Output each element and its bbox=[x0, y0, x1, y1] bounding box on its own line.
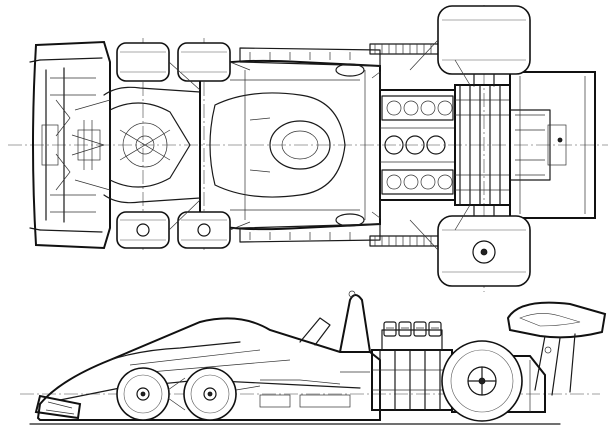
front-wheel-side-1 bbox=[116, 367, 170, 421]
engine-side bbox=[371, 321, 453, 411]
intake-trumpet-4 bbox=[428, 321, 442, 337]
front-wing-side bbox=[34, 394, 82, 420]
front-wheel-upper-1 bbox=[116, 42, 170, 82]
suspension-arms bbox=[168, 39, 471, 251]
rear-wheel-upper bbox=[437, 5, 531, 87]
windscreen bbox=[299, 317, 331, 346]
body-outline bbox=[36, 317, 381, 421]
front-wing bbox=[29, 40, 111, 250]
intake-trumpet-1 bbox=[383, 321, 397, 337]
plan-view bbox=[8, 5, 608, 292]
front-wheel-upper-2 bbox=[177, 42, 231, 82]
fuel-filler bbox=[335, 213, 365, 227]
front-wheel-lower-2 bbox=[177, 211, 231, 249]
front-wheel-lower-1 bbox=[116, 211, 170, 249]
roll-hoop bbox=[339, 294, 371, 353]
rear-wheel-side bbox=[441, 340, 523, 422]
sidepod-lower bbox=[239, 223, 381, 243]
front-wheel-side-2 bbox=[183, 367, 237, 421]
sidepod-upper bbox=[239, 47, 381, 67]
intake-trumpet-3 bbox=[413, 321, 427, 337]
rear-wheel-lower bbox=[437, 205, 531, 287]
rear-wing-plan bbox=[509, 71, 596, 219]
rear-wing-side bbox=[506, 301, 607, 339]
side-elevation bbox=[20, 290, 607, 425]
intake-trumpet-2 bbox=[398, 321, 412, 337]
side-details bbox=[167, 371, 370, 411]
